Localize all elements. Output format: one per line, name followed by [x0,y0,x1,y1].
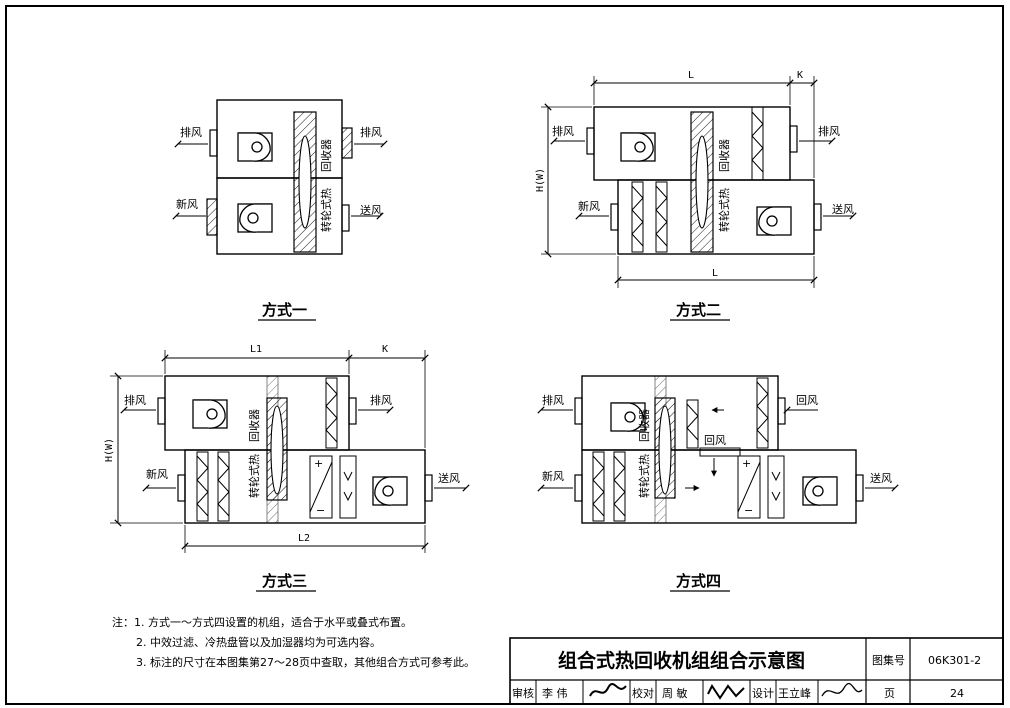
mode1-exhaust-right: 排风 [360,125,382,139]
atlas-label: 图集号 [872,653,905,667]
checker-signature [707,684,745,700]
mode3-dim-K: K [382,344,388,355]
atlas-number: 06K301-2 [928,654,981,667]
mode2-dim-K: K [797,70,803,81]
mode2-exhaust-left: 排风 [552,124,574,138]
designer-signature [821,682,863,697]
caption-mode1: 方式一 [262,301,307,319]
mode1-diagram: 排风 排风 新风 送风 转轮式热 回收器 [172,99,388,255]
review-label: 审核 [512,686,534,700]
check-label: 校对 [632,686,654,700]
mode2-recovery-a: 转轮式热 [717,188,731,232]
design-label: 设计 [752,687,774,700]
mode2-dim-L-bottom: L [712,268,718,279]
mode3-coil-minus: − [316,504,325,517]
mode2-exhaust-right: 排风 [818,124,840,138]
checker-name: 周 敏 [662,686,688,700]
mode2-supply-label: 送风 [832,202,854,216]
drawing-title: 组合式热回收机组组合示意图 [558,649,805,672]
sheet-border [5,5,1004,705]
mode1-fresh-label: 新风 [176,197,198,211]
mode2-fresh-label: 新风 [578,199,600,213]
mode2-dim-L-top: L [688,70,694,81]
mode4-coil-minus: − [744,504,753,517]
mode3-supply-label: 送风 [438,471,460,485]
mode4-fresh-label: 新风 [542,469,564,483]
designer-name: 王立峰 [778,686,811,700]
mode4-diagram: + − 排风 回风 回风 新风 送风 转轮式热 回收器 [537,375,899,524]
mode3-dim-HW: H(W) [104,438,115,462]
mode4-recovery-a: 转轮式热 [637,454,651,498]
mode4-exhaust-label: 排风 [542,393,564,407]
mode3-recovery-a: 转轮式热 [247,454,261,498]
mode1-recovery-b: 回收器 [319,139,333,172]
mode1-exhaust-left: 排风 [180,125,202,139]
mode4-return-right: 回风 [796,394,818,407]
mode3-exhaust-left: 排风 [124,393,146,407]
title-block: 组合式热回收机组组合示意图 图集号 06K301-2 审核 李 伟 校对 周 敏… [509,637,1004,705]
page-number: 24 [950,687,964,700]
caption-mode3: 方式三 [262,572,307,590]
mode4-supply-label: 送风 [870,471,892,485]
mode3-dim-L2: L2 [298,533,310,544]
mode4-recovery-b: 回收器 [637,409,651,442]
caption-mode4: 方式四 [676,572,721,590]
mode1-supply-label: 送风 [360,203,382,217]
reviewer-signature [589,683,627,697]
note-3: 3. 标注的尺寸在本图集第27～28页中查取，其他组合方式可参考此。 [136,655,475,669]
mode3-recovery-b: 回收器 [247,409,261,442]
mode3-diagram: + − 排风 排风 新风 送风 转轮式热 回收器 L1 K L2 H(W [104,344,470,553]
mode3-coil-plus: + [314,457,323,470]
reviewer-name: 李 伟 [542,686,568,700]
mode3-dim-L1: L1 [250,344,262,355]
mode2-diagram: 排风 排风 新风 送风 转轮式热 回收器 L K L H(W) [535,70,857,288]
mode4-return-inner: 回风 [704,434,726,447]
caption-mode2: 方式二 [676,301,721,319]
page-label: 页 [884,687,895,700]
mode4-coil-plus: + [742,457,751,470]
mode2-recovery-b: 回收器 [717,139,731,172]
note-2: 2. 中效过滤、冷热盘管以及加湿器均为可选内容。 [136,635,381,649]
mode3-exhaust-right: 排风 [370,393,392,407]
mode2-dim-HW: H(W) [535,168,546,192]
mode1-recovery-a: 转轮式热 [319,188,333,232]
mode3-fresh-label: 新风 [146,467,168,481]
note-1: 注：1. 方式一～方式四设置的机组，适合于水平或叠式布置。 [112,615,412,629]
